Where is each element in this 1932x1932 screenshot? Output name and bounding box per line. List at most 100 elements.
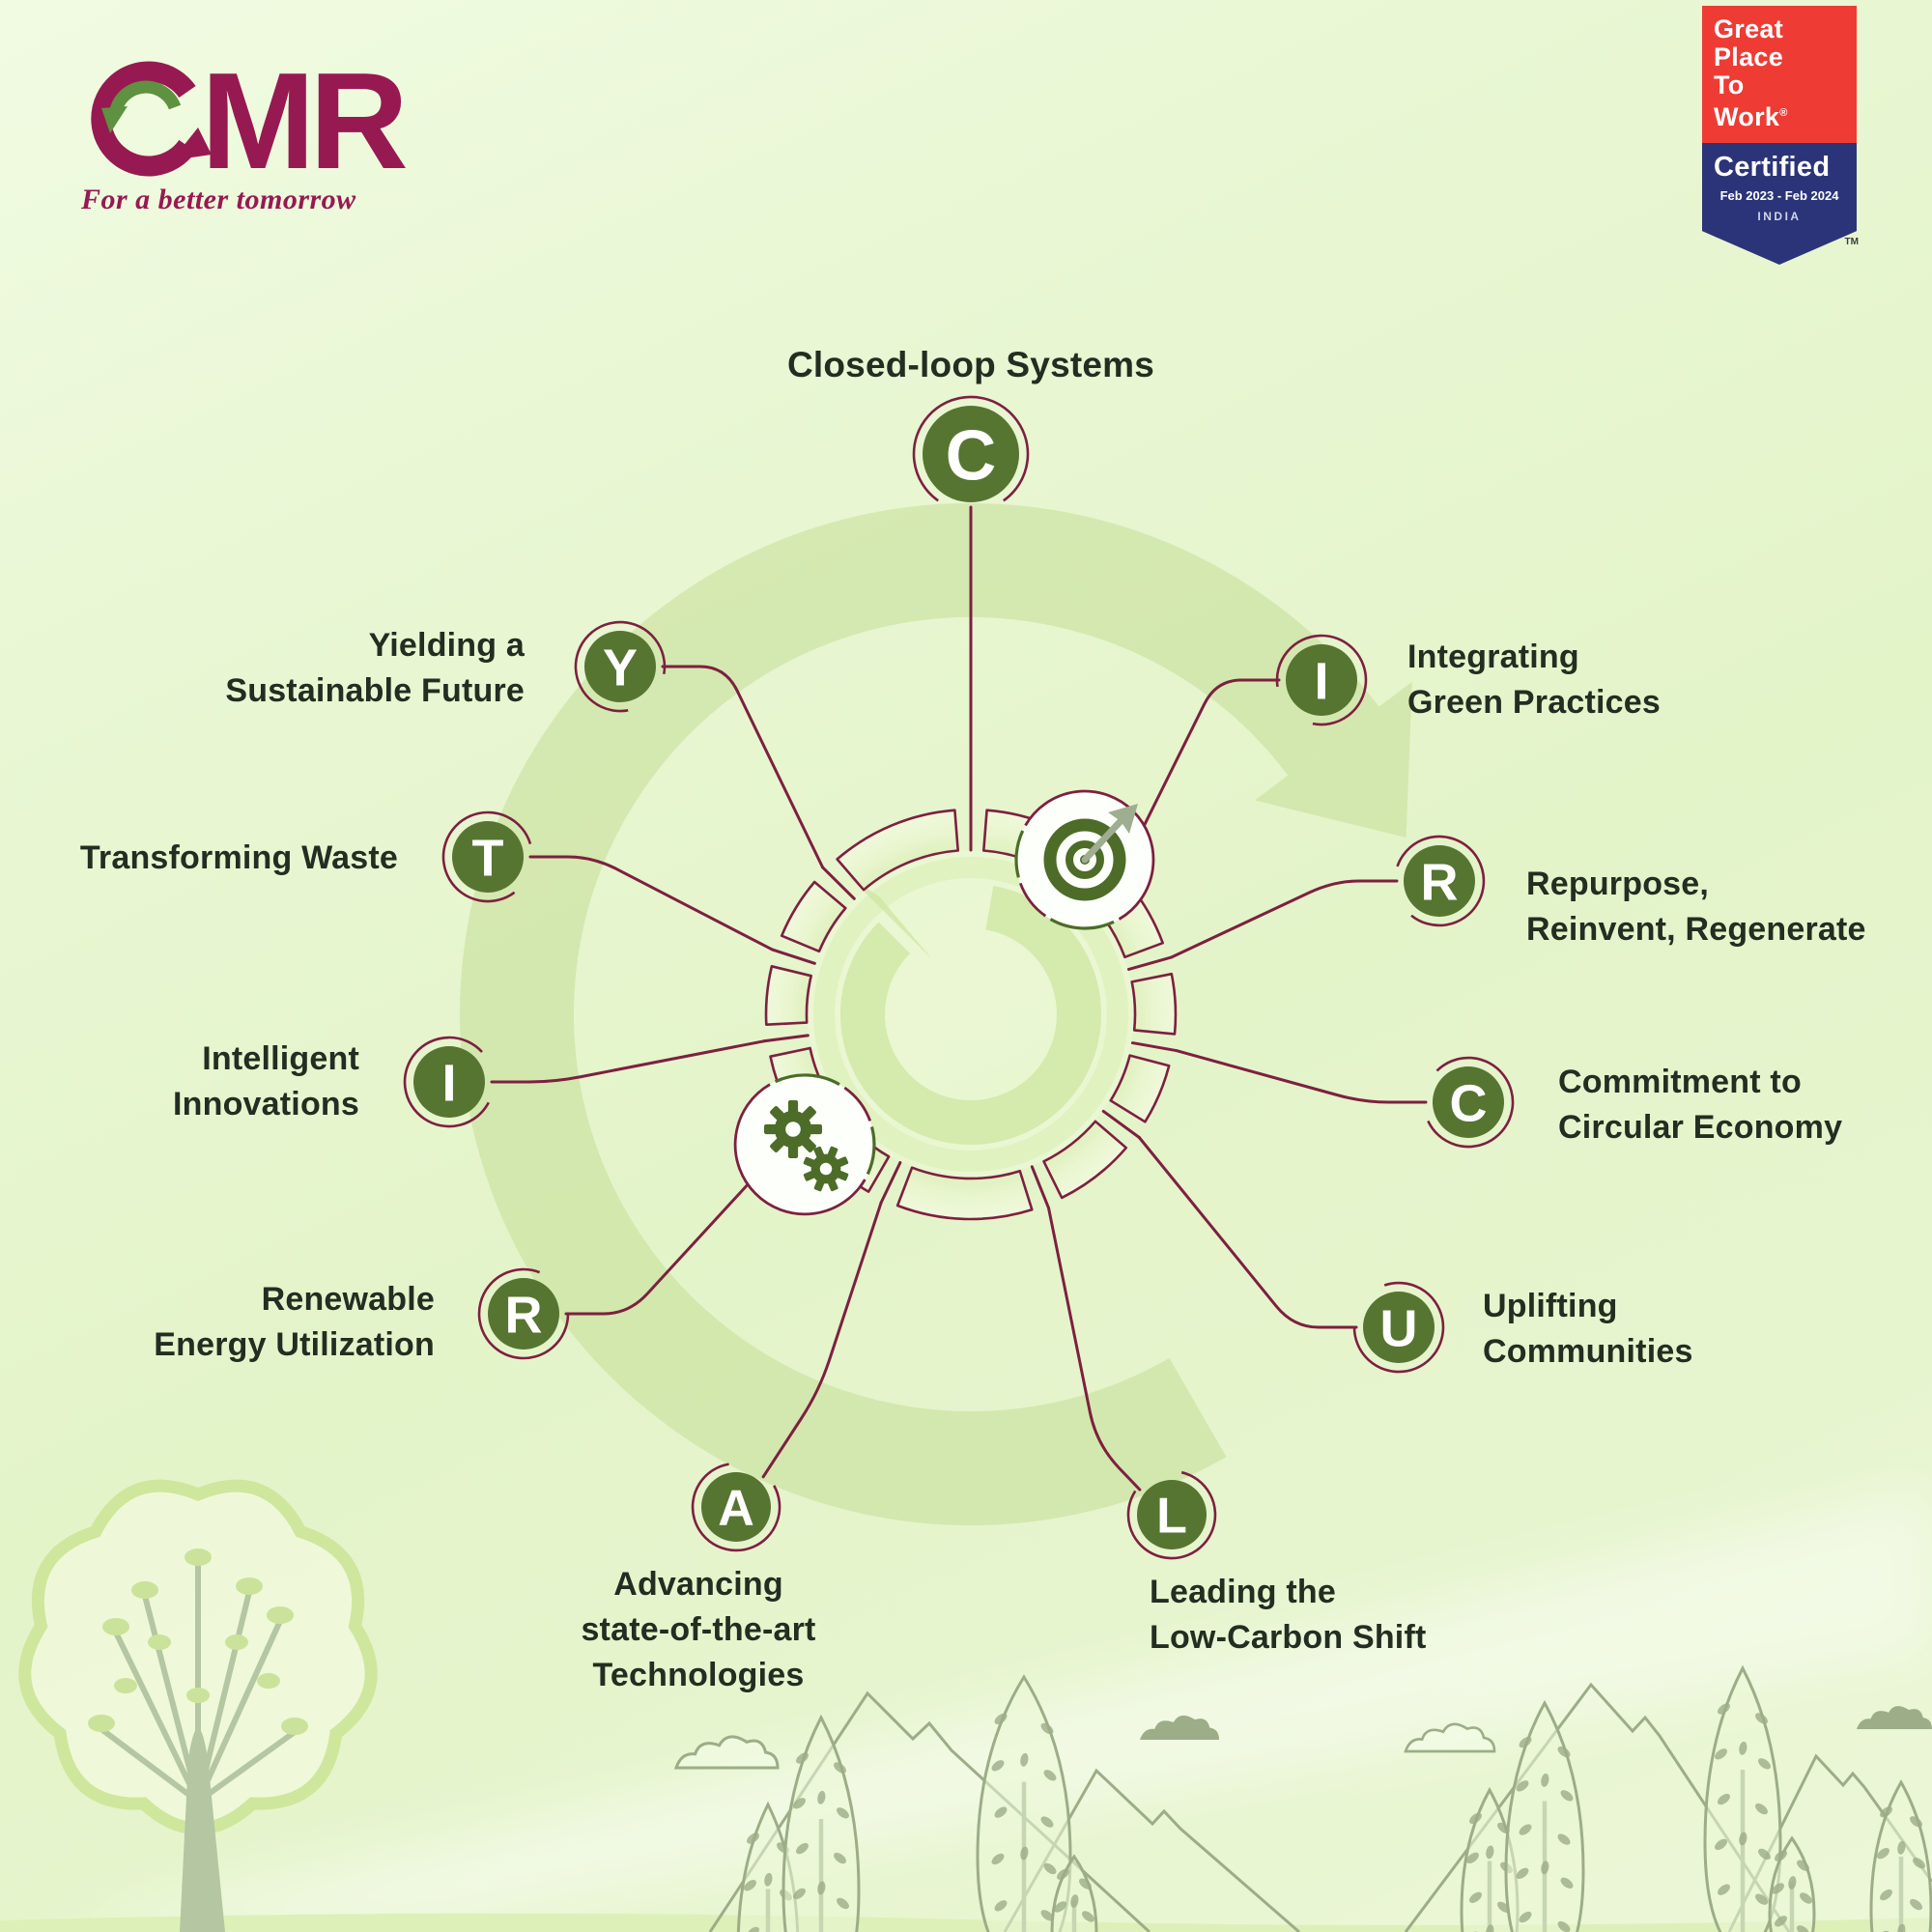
node-uplifting-communities: U: [1352, 1281, 1445, 1374]
big-tree-icon: [18, 1479, 378, 1932]
node-circle: [1363, 1292, 1435, 1363]
cloud-icon: [1857, 1706, 1932, 1729]
node-letter: C: [946, 417, 997, 496]
node-renewable-energy-utilization: R: [477, 1267, 570, 1360]
connector-stub: [1127, 955, 1174, 971]
node-circle: [1137, 1480, 1207, 1549]
ring-segment: [1109, 1054, 1171, 1123]
gears-icon: [733, 1073, 876, 1216]
tree-icon: [1050, 1854, 1098, 1932]
registered-mark: ®: [1779, 107, 1788, 119]
node-letter: R: [1421, 853, 1459, 911]
background-recycle-arrow: [58, 502, 1932, 1932]
cloud-icon: [1140, 1715, 1219, 1740]
ring-segment: [780, 880, 847, 953]
node-letter: R: [505, 1286, 543, 1344]
node-circle: [1404, 845, 1475, 917]
node-advancing-technologies: A: [691, 1463, 781, 1552]
node-circle: [701, 1472, 771, 1542]
gptw-word: To: [1714, 71, 1745, 99]
gear-glyph: [803, 1146, 849, 1192]
gptw-badge: Great Place To Work® Certified Feb 2023 …: [1702, 6, 1859, 269]
ground-band: [0, 1913, 1932, 1932]
cmr-logo-text: MR: [201, 50, 406, 195]
node-transforming-waste: T: [441, 810, 532, 903]
ring-segment: [1042, 1120, 1128, 1200]
ring-segment: [764, 965, 812, 1026]
gptw-word: Great: [1714, 14, 1784, 43]
mountain-icon: [1404, 1682, 1791, 1932]
connector-line: [761, 1201, 883, 1479]
node-commitment-to-circular-economy: C: [1427, 1056, 1515, 1149]
node-ring: [912, 395, 1030, 502]
node-circle: [452, 821, 524, 893]
node-ring: [441, 810, 532, 903]
ring-segment: [836, 809, 959, 892]
light-band: [58, 1488, 1932, 1932]
connector-stub: [762, 1034, 810, 1043]
connector-stub: [1101, 1109, 1141, 1140]
node-ring: [691, 1463, 781, 1552]
cloud-icon: [1404, 1722, 1496, 1753]
node-ring: [1427, 1056, 1515, 1149]
connector-line: [1047, 1206, 1142, 1492]
tree-icon: [976, 1674, 1072, 1932]
inner-recycle-arrow: [808, 851, 1134, 1178]
node-circle: [923, 406, 1019, 502]
node-ring: [477, 1267, 570, 1360]
node-intelligent-innovations: I: [403, 1036, 490, 1128]
certification-country: INDIA: [1757, 210, 1802, 223]
node-letter: I: [441, 1054, 456, 1112]
connector-stub: [1130, 1041, 1179, 1053]
certified-label: Certified: [1714, 152, 1831, 183]
node-circle: [488, 1278, 559, 1350]
node-letter: C: [1450, 1074, 1488, 1132]
node-circle: [584, 631, 656, 702]
tree-icon: [1703, 1664, 1782, 1932]
landscape-scenery: [0, 1479, 1932, 1932]
node-ring: [403, 1036, 490, 1128]
node-leading-the-low-carbon-shift: L: [1126, 1470, 1217, 1560]
connector-stub: [771, 948, 816, 965]
gptw-word: Place: [1714, 43, 1784, 71]
node-circle: [1286, 644, 1357, 716]
node-ring: [1126, 1470, 1217, 1560]
node-letter: A: [718, 1480, 754, 1536]
connector-stub: [821, 866, 856, 900]
gear-glyph: [764, 1100, 822, 1158]
tree-icon: [1504, 1699, 1585, 1932]
connector-line: [564, 1128, 799, 1316]
connector-line: [528, 855, 775, 952]
cloud-icon: [673, 1735, 780, 1770]
target-icon: [1014, 789, 1155, 930]
certification-period: Feb 2023 - Feb 2024: [1719, 188, 1839, 203]
tree-icon: [1869, 1778, 1932, 1932]
recycle-c-icon: [91, 61, 212, 177]
tree-icon: [781, 1714, 861, 1932]
node-letter: Y: [603, 639, 638, 696]
gptw-navy-panel: Certified Feb 2023 - Feb 2024 INDIA: [1702, 143, 1857, 223]
node-closed-loop-systems: C: [912, 395, 1030, 502]
mountain-icon: [1003, 1768, 1300, 1932]
mountain-icon: [1727, 1753, 1932, 1932]
gptw-red-panel: Great Place To Work®: [1702, 6, 1857, 143]
node-repurpose-reinvent-regenerate: R: [1396, 835, 1486, 927]
node-letter: U: [1380, 1299, 1418, 1357]
node-letter: I: [1314, 652, 1328, 710]
center-icons: [733, 789, 1155, 1216]
ring-segment: [895, 1166, 1034, 1221]
connector-line: [1175, 1049, 1428, 1104]
node-ring: [1352, 1281, 1445, 1374]
connector-stub: [879, 1160, 902, 1205]
node-circle: [413, 1046, 485, 1118]
node-circle: [1433, 1066, 1504, 1138]
connector-line: [1137, 1136, 1358, 1329]
node-yielding-a-sustainable-future: Y: [574, 620, 667, 713]
tree-icon: [1768, 1835, 1816, 1932]
brand-tagline: For a better tomorrow: [81, 184, 356, 215]
node-ring: [1396, 835, 1486, 927]
connector-line: [1120, 678, 1281, 872]
node-ring: [1275, 634, 1368, 726]
gptw-pennant: Great Place To Work® Certified Feb 2023 …: [1702, 6, 1857, 265]
